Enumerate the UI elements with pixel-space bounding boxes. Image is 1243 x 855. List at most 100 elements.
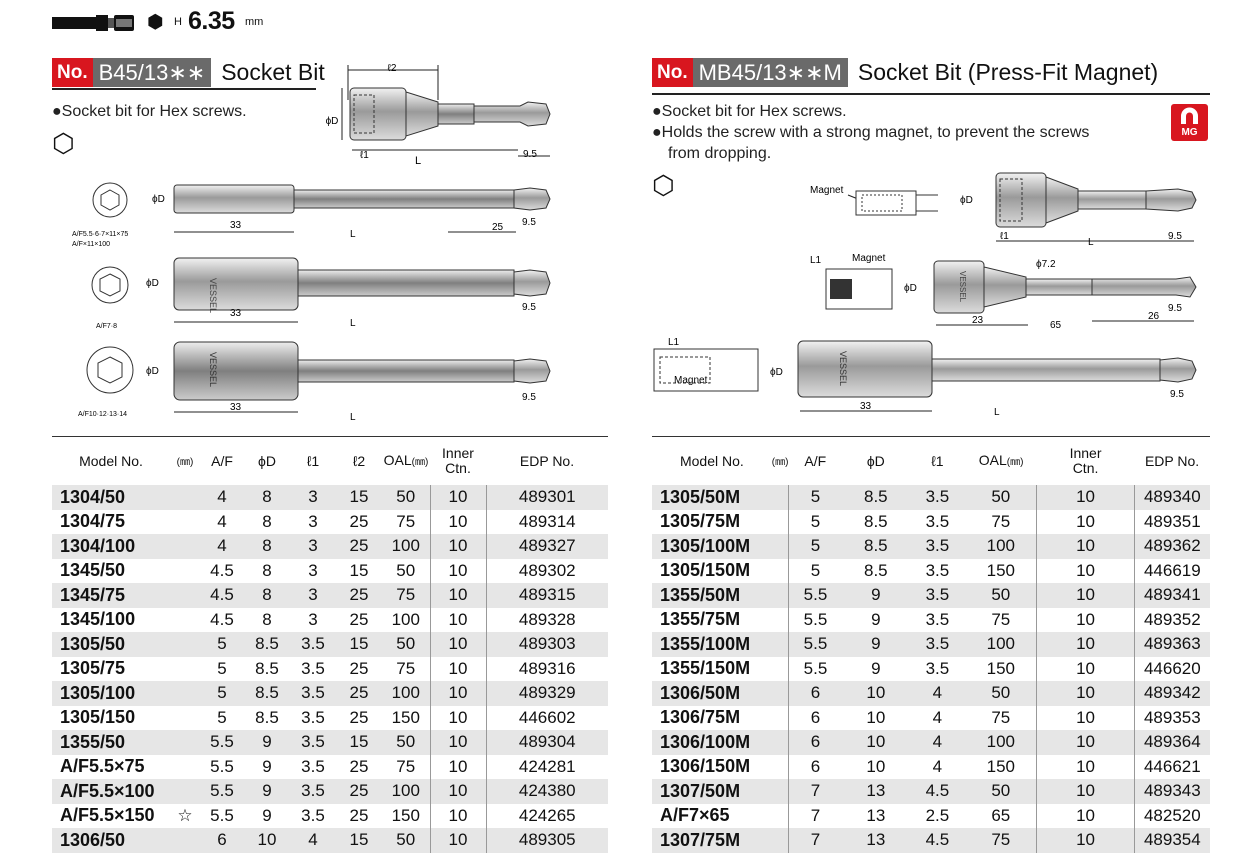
table-cell: 446602 bbox=[485, 705, 608, 730]
table-cell: 150 bbox=[391, 805, 420, 825]
table-cell: 50 bbox=[965, 485, 1037, 510]
table-cell: 15 bbox=[336, 485, 382, 510]
table-cell: 8.5 bbox=[255, 707, 279, 727]
table-cell: 5 bbox=[217, 658, 227, 678]
col-model-r: Model No. bbox=[679, 452, 744, 469]
table-cell: 3.5 bbox=[301, 805, 325, 825]
table-cell: 4 bbox=[909, 730, 966, 755]
col-l1: ℓ1 bbox=[306, 452, 320, 469]
table-cell: 489305 bbox=[485, 828, 608, 853]
table-cell: 8 bbox=[244, 485, 290, 510]
l1-label: L1 bbox=[810, 255, 822, 266]
table-spacer bbox=[771, 705, 789, 730]
dim-L-r3: L bbox=[994, 407, 1000, 418]
magnet-bit-diagram-3: L1 Magnet ϕD VESSEL 33 L 9.5 bbox=[653, 337, 1197, 418]
table-cell: 489328 bbox=[485, 607, 608, 632]
table-cell: 1304/50 bbox=[52, 485, 170, 510]
table-cell: 5.5 bbox=[788, 632, 843, 657]
table-cell: 100 bbox=[382, 681, 430, 706]
col-model: Model No. bbox=[79, 452, 143, 469]
table-cell: 10 bbox=[429, 705, 486, 730]
table-spacer bbox=[771, 485, 789, 510]
col-af-r: A/F bbox=[804, 452, 827, 469]
table-cell: 4 bbox=[932, 707, 943, 727]
table-cell: 25 bbox=[349, 511, 369, 531]
table-cell: 150 bbox=[986, 756, 1015, 776]
table-spacer bbox=[771, 607, 789, 632]
table-cell: 1305/50M bbox=[652, 485, 772, 510]
table-cell: 5.5 bbox=[803, 609, 828, 629]
table-cell bbox=[170, 510, 200, 535]
table-cell: A/F7×65 bbox=[660, 805, 730, 826]
table-cell: 10 bbox=[866, 707, 886, 727]
table-cell: 100 bbox=[382, 779, 430, 804]
table-cell: 1304/100 bbox=[52, 534, 170, 559]
table-cell: 15 bbox=[349, 560, 369, 580]
table-cell: 10 bbox=[1036, 558, 1135, 583]
table-cell: 489363 bbox=[1133, 632, 1210, 657]
table-cell: 3.5 bbox=[301, 707, 325, 727]
table-cell: 489301 bbox=[485, 485, 608, 510]
magnet-bit-diagram-1: Magnet ϕD ℓ1 L 9.5 bbox=[810, 172, 1197, 248]
table-cell: 489364 bbox=[1133, 730, 1210, 755]
no-badge-right: No. bbox=[652, 58, 693, 87]
col-l1-r: ℓ1 bbox=[931, 452, 944, 469]
table-cell: 9 bbox=[871, 609, 881, 629]
table-cell: 3.5 bbox=[301, 658, 325, 678]
table-cell: 25 bbox=[336, 534, 382, 559]
table-cell: 150 bbox=[391, 707, 420, 727]
table-cell: 13 bbox=[842, 779, 910, 804]
table-cell: 5 bbox=[217, 707, 227, 727]
table-cell: 3.5 bbox=[925, 609, 950, 629]
table-spacer bbox=[771, 803, 789, 828]
bullet-text-3: from dropping. bbox=[668, 145, 772, 162]
table-cell: 1345/50 bbox=[60, 560, 126, 581]
table-cell: 424281 bbox=[485, 754, 608, 779]
table-cell: 1355/75M bbox=[660, 609, 741, 630]
table-cell: 489315 bbox=[485, 583, 608, 608]
table-spacer bbox=[771, 558, 789, 583]
table-cell bbox=[170, 828, 200, 853]
table-cell: 1355/150M bbox=[660, 658, 751, 679]
dim-L-r1: L bbox=[1088, 237, 1094, 248]
table-cell bbox=[170, 657, 200, 682]
table-cell: 10 bbox=[244, 828, 290, 853]
brand-mark-r2: VESSEL bbox=[838, 351, 848, 386]
table-cell: 489354 bbox=[1133, 828, 1210, 853]
table-spacer bbox=[771, 534, 789, 559]
table-cell: 100 bbox=[965, 632, 1037, 657]
table-cell: 4 bbox=[200, 534, 244, 559]
table-cell: 4.5 bbox=[200, 583, 244, 608]
table-cell: 10 bbox=[429, 656, 486, 681]
table-cell: 25 bbox=[336, 583, 382, 608]
dim-phid-2: ϕD bbox=[152, 194, 165, 205]
col-af: A/F bbox=[211, 452, 233, 469]
table-cell bbox=[170, 730, 200, 755]
table-cell: 489329 bbox=[485, 681, 608, 706]
left-diagrams: ℓ2 ϕD ℓ1 L 9.5 A/F5.5·6·7×11×75 A/F×11×1… bbox=[72, 63, 551, 423]
table-cell: 489314 bbox=[485, 509, 608, 534]
dim-33: 33 bbox=[230, 220, 242, 231]
table-cell: 5 bbox=[200, 632, 244, 657]
table-cell: 50 bbox=[382, 730, 430, 755]
table-cell: A/F5.5×75 bbox=[60, 756, 145, 777]
table-cell: 13 bbox=[842, 828, 910, 853]
dim-33-3: 33 bbox=[230, 308, 242, 319]
table-cell: 1305/100 bbox=[52, 681, 170, 706]
table-cell: 3.5 bbox=[301, 756, 325, 776]
bullet-text-1: ●Socket bit for Hex screws. bbox=[652, 103, 847, 120]
table-cell: 8.5 bbox=[842, 485, 910, 510]
dim-phid-r3: ϕD bbox=[770, 367, 783, 378]
af-label-3: A/F10·12·13·14 bbox=[78, 411, 127, 418]
table-cell: 3.5 bbox=[290, 632, 336, 657]
table-cell: 3.5 bbox=[925, 560, 950, 580]
table-cell bbox=[170, 559, 200, 584]
dim-phid: ϕD bbox=[326, 116, 339, 127]
dim-33-4: 33 bbox=[230, 402, 242, 413]
table-cell: 5.5 bbox=[200, 779, 244, 804]
